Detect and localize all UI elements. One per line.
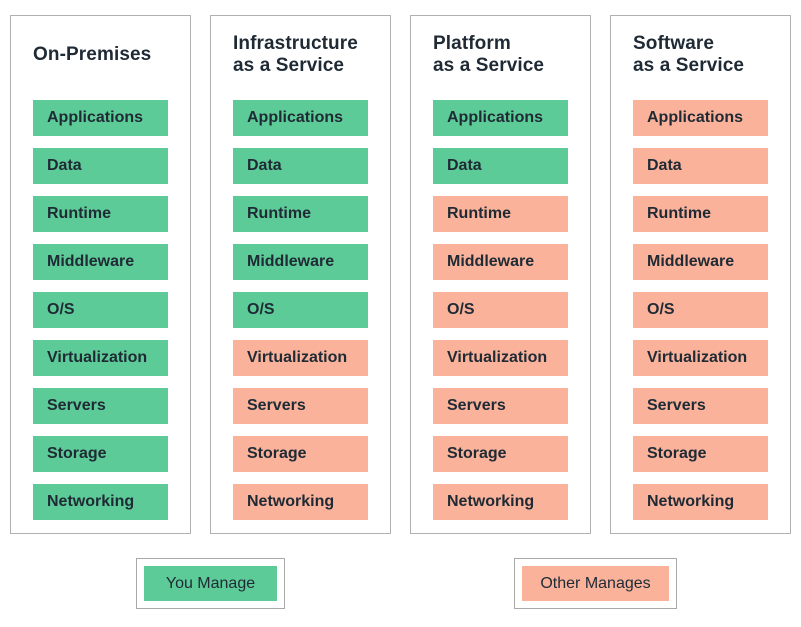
layer-data: Data [33, 148, 168, 184]
layer-middleware: Middleware [33, 244, 168, 280]
layer-storage: Storage [233, 436, 368, 472]
layer-storage: Storage [33, 436, 168, 472]
layer-middleware: Middleware [433, 244, 568, 280]
layer-middleware: Middleware [633, 244, 768, 280]
layer-networking: Networking [233, 484, 368, 520]
layer-data: Data [433, 148, 568, 184]
layer-storage: Storage [433, 436, 568, 472]
layer-label: Virtualization [247, 349, 348, 366]
layer-label: Data [47, 157, 82, 174]
layer-virtualization: Virtualization [33, 340, 168, 376]
layer-servers: Servers [33, 388, 168, 424]
layer-label: Servers [247, 397, 306, 414]
layer-label: Servers [447, 397, 506, 414]
column-title: Platform as a Service [433, 33, 545, 76]
layer-label: Virtualization [647, 349, 748, 366]
layer-label: Runtime [47, 205, 111, 222]
layer-label: O/S [247, 301, 275, 318]
layer-label: Storage [247, 445, 307, 462]
layer-runtime: Runtime [633, 196, 768, 232]
layer-label: Runtime [447, 205, 511, 222]
layer-label: O/S [647, 301, 675, 318]
layer-label: Storage [447, 445, 507, 462]
layer-label: Storage [47, 445, 107, 462]
layer-label: Middleware [647, 253, 735, 270]
layer-middleware: Middleware [233, 244, 368, 280]
layer-label: Networking [447, 493, 535, 510]
layer-applications: Applications [633, 100, 768, 136]
layer-networking: Networking [433, 484, 568, 520]
legend-other-manages-swatch: Other Manages [522, 566, 669, 601]
layer-label: Networking [247, 493, 335, 510]
layer-data: Data [233, 148, 368, 184]
layer-label: Middleware [247, 253, 335, 270]
layer-label: Runtime [647, 205, 711, 222]
layer-data: Data [633, 148, 768, 184]
layer-virtualization: Virtualization [633, 340, 768, 376]
legend-other-manages: Other Manages [514, 558, 677, 609]
layer-servers: Servers [233, 388, 368, 424]
layer-o-s: O/S [633, 292, 768, 328]
layer-applications: Applications [233, 100, 368, 136]
layer-runtime: Runtime [233, 196, 368, 232]
layer-servers: Servers [633, 388, 768, 424]
layer-label: O/S [47, 301, 75, 318]
layer-networking: Networking [633, 484, 768, 520]
layer-networking: Networking [33, 484, 168, 520]
layer-label: Servers [47, 397, 106, 414]
column-title: Infrastructure as a Service [233, 33, 358, 76]
legend-you-manage: You Manage [136, 558, 285, 609]
layer-runtime: Runtime [33, 196, 168, 232]
legend-other-manages-label: Other Manages [540, 574, 651, 592]
layer-label: Applications [447, 109, 544, 126]
legend-you-manage-swatch: You Manage [144, 566, 277, 601]
layer-label: Virtualization [47, 349, 148, 366]
layer-label: Data [647, 157, 682, 174]
layer-label: Applications [647, 109, 744, 126]
layer-label: Virtualization [447, 349, 548, 366]
layer-label: Middleware [47, 253, 135, 270]
column-title: Software as a Service [633, 33, 745, 76]
layer-label: Middleware [447, 253, 535, 270]
layer-label: Storage [647, 445, 707, 462]
layer-o-s: O/S [33, 292, 168, 328]
column-title: On-Premises [33, 44, 152, 65]
layer-o-s: O/S [433, 292, 568, 328]
legend-you-manage-label: You Manage [165, 574, 256, 592]
layer-storage: Storage [633, 436, 768, 472]
layer-virtualization: Virtualization [433, 340, 568, 376]
layer-label: Networking [647, 493, 735, 510]
layer-servers: Servers [433, 388, 568, 424]
layer-label: Servers [647, 397, 706, 414]
layer-label: Networking [47, 493, 135, 510]
layer-label: Runtime [247, 205, 311, 222]
layer-label: Data [247, 157, 282, 174]
layer-label: Applications [247, 109, 344, 126]
layer-label: Data [447, 157, 482, 174]
layer-applications: Applications [33, 100, 168, 136]
layer-runtime: Runtime [433, 196, 568, 232]
layer-virtualization: Virtualization [233, 340, 368, 376]
layer-label: O/S [447, 301, 475, 318]
layer-o-s: O/S [233, 292, 368, 328]
layer-applications: Applications [433, 100, 568, 136]
layer-label: Applications [47, 109, 144, 126]
